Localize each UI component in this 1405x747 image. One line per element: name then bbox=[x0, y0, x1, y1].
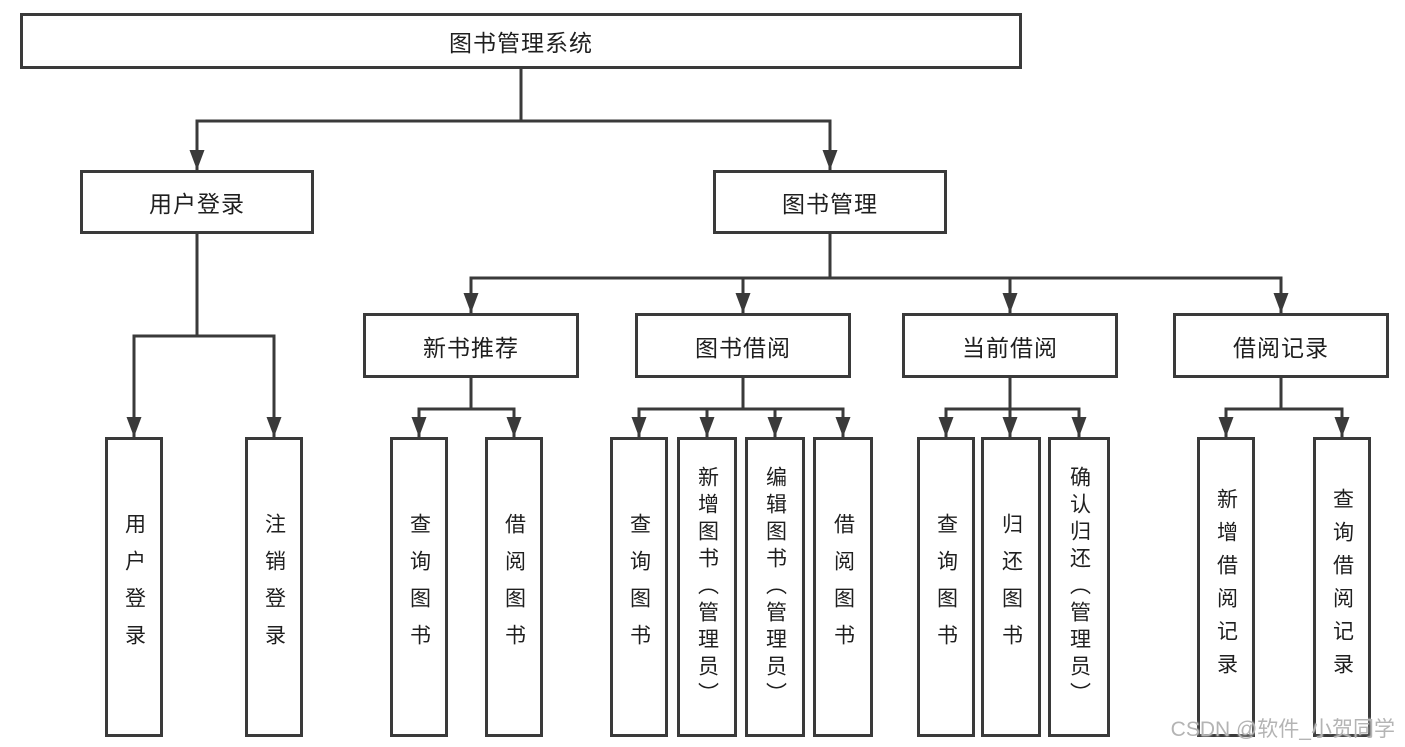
arrowhead-icon bbox=[631, 417, 647, 437]
arrowhead-icon bbox=[463, 293, 479, 313]
connector-book-mgmt-split bbox=[469, 276, 1283, 313]
node-user-login: 用户登录 bbox=[80, 170, 314, 234]
arrowhead-icon bbox=[1071, 417, 1087, 437]
leaf-query-books-borrow-label: 查询图书 bbox=[627, 513, 651, 661]
arrowhead-icon bbox=[735, 293, 751, 313]
node-new-book-recommend: 新书推荐 bbox=[363, 313, 579, 378]
connector-borrow-records-split bbox=[1224, 407, 1344, 437]
leaf-query-books-recommend-label: 查询图书 bbox=[407, 513, 431, 661]
leaf-query-borrow-record: 查询借阅记录 bbox=[1313, 437, 1371, 737]
leaf-add-borrow-record: 新增借阅记录 bbox=[1197, 437, 1255, 737]
node-user-login-label: 用户登录 bbox=[149, 191, 245, 217]
node-book-borrow: 图书借阅 bbox=[635, 313, 851, 378]
arrowhead-icon bbox=[1334, 417, 1350, 437]
connector-user-login-split bbox=[132, 334, 276, 437]
leaf-confirm-return-admin: 确认归还（管理员） bbox=[1048, 437, 1110, 737]
leaf-borrow-book-recommend: 借阅图书 bbox=[485, 437, 543, 737]
arrowhead-icon bbox=[189, 150, 205, 170]
node-new-book-recommend-label: 新书推荐 bbox=[423, 334, 519, 361]
connector-new-book-split bbox=[417, 407, 516, 437]
arrowhead-icon bbox=[266, 417, 282, 437]
leaf-borrow-book-recommend-label: 借阅图书 bbox=[502, 513, 526, 661]
node-book-management: 图书管理 bbox=[713, 170, 947, 234]
arrowhead-icon bbox=[1273, 293, 1289, 313]
node-current-borrow-label: 当前借阅 bbox=[962, 334, 1058, 361]
node-current-borrow: 当前借阅 bbox=[902, 313, 1118, 378]
leaf-borrow-book-label: 借阅图书 bbox=[831, 513, 855, 661]
connector-book-borrow-split bbox=[637, 407, 845, 437]
leaf-confirm-return-admin-label: 确认归还（管理员） bbox=[1067, 465, 1091, 709]
arrowhead-icon bbox=[1002, 293, 1018, 313]
leaf-query-borrow-record-label: 查询借阅记录 bbox=[1330, 488, 1354, 686]
leaf-add-borrow-record-label: 新增借阅记录 bbox=[1214, 488, 1238, 686]
leaf-query-books-current-label: 查询图书 bbox=[934, 513, 958, 661]
node-borrow-records-label: 借阅记录 bbox=[1233, 334, 1329, 361]
leaf-edit-book-admin: 编辑图书（管理员） bbox=[745, 437, 805, 737]
leaf-edit-book-admin-label: 编辑图书（管理员） bbox=[763, 465, 787, 709]
arrowhead-icon bbox=[1002, 417, 1018, 437]
leaf-user-login: 用户登录 bbox=[105, 437, 163, 737]
leaf-add-book-admin-label: 新增图书（管理员） bbox=[695, 465, 719, 709]
arrowhead-icon bbox=[126, 417, 142, 437]
leaf-return-book: 归还图书 bbox=[981, 437, 1041, 737]
node-book-borrow-label: 图书借阅 bbox=[695, 334, 791, 361]
leaf-query-books-current: 查询图书 bbox=[917, 437, 975, 737]
arrowhead-icon bbox=[938, 417, 954, 437]
watermark: CSDN @软件_小贺同学 bbox=[1170, 718, 1395, 741]
leaf-user-login-label: 用户登录 bbox=[122, 513, 146, 661]
arrowhead-icon bbox=[822, 150, 838, 170]
node-borrow-records: 借阅记录 bbox=[1173, 313, 1389, 378]
arrowhead-icon bbox=[835, 417, 851, 437]
leaf-return-book-label: 归还图书 bbox=[999, 513, 1023, 661]
leaf-query-books-recommend: 查询图书 bbox=[390, 437, 448, 737]
leaf-borrow-book: 借阅图书 bbox=[813, 437, 873, 737]
arrowhead-icon bbox=[1218, 417, 1234, 437]
arrowhead-icon bbox=[767, 417, 783, 437]
node-book-management-label: 图书管理 bbox=[782, 191, 878, 217]
leaf-query-books-borrow: 查询图书 bbox=[610, 437, 668, 737]
leaf-add-book-admin: 新增图书（管理员） bbox=[677, 437, 737, 737]
connector-root-split bbox=[195, 119, 832, 170]
arrowhead-icon bbox=[411, 417, 427, 437]
arrowhead-icon bbox=[506, 417, 522, 437]
arrowhead-icon bbox=[699, 417, 715, 437]
node-root-label: 图书管理系统 bbox=[449, 30, 593, 56]
arrowheads bbox=[126, 150, 1350, 437]
node-root: 图书管理系统 bbox=[20, 13, 1022, 69]
leaf-logout: 注销登录 bbox=[245, 437, 303, 737]
leaf-logout-label: 注销登录 bbox=[262, 513, 286, 661]
